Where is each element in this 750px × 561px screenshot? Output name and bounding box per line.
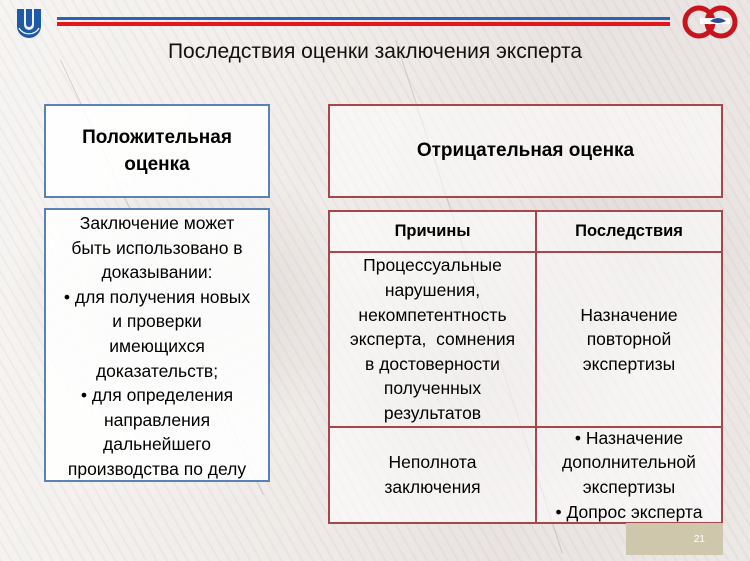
positive-heading-line: Положительная	[82, 127, 232, 148]
row-divider	[330, 426, 721, 428]
cell-line: нарушения,	[384, 280, 481, 301]
table-cell-cause: Процессуальные нарушения, некомпетентнос…	[330, 253, 535, 426]
body-line: и проверки	[112, 311, 202, 332]
header-stripe-blue	[57, 17, 670, 20]
cell-line: повторной	[586, 329, 672, 350]
body-line: имеющихся	[109, 335, 205, 356]
column-header-consequences: Последствия	[575, 222, 683, 241]
body-line: производства по делу	[67, 458, 247, 479]
bullet-line: • Допрос эксперта	[555, 501, 703, 522]
cell-line: некомпетентность	[358, 304, 507, 325]
cell-line: экспертизы	[582, 353, 676, 374]
cell-line: экспертизы	[582, 477, 676, 497]
body-line: Заключение может	[79, 213, 235, 233]
page-title: Последствия оценки заключения эксперта	[167, 40, 583, 63]
negative-heading-text: Отрицательная оценка	[416, 140, 635, 161]
negative-assessment-heading: Отрицательная оценка	[328, 104, 723, 198]
university-logo-icon	[17, 9, 41, 38]
table-cell-consequence: • Назначение дополнительной экспертизы •…	[537, 428, 721, 522]
body-line: доказательств;	[95, 360, 219, 381]
cell-line: Процессуальные	[363, 255, 502, 276]
cell-line: Назначение	[580, 304, 678, 325]
cell-line: эксперта, сомнения	[349, 329, 516, 350]
row-divider	[330, 251, 721, 253]
cell-line: в достоверности	[365, 353, 500, 374]
body-line: доказывании:	[101, 262, 213, 283]
forensic-center-logo-icon	[682, 5, 738, 39]
cell-line: полученных	[383, 378, 482, 399]
column-header-causes: Причины	[394, 222, 471, 241]
table-cell-cause: Неполнота заключения	[330, 428, 535, 522]
bullet-line: • для определения	[80, 385, 234, 406]
table-cell-consequence: Назначение повторной экспертизы	[537, 253, 721, 426]
cell-line: заключения	[384, 477, 481, 497]
cell-line: Неполнота	[388, 452, 477, 473]
positive-heading-line: оценка	[124, 154, 190, 175]
page-number: 21	[626, 523, 723, 555]
negative-consequences-table: Причины Последствия Процессуальные наруш…	[328, 210, 723, 524]
body-line: дальнейшего	[103, 434, 211, 455]
bullet-line: • для получения новых	[63, 286, 251, 307]
cell-line: дополнительной	[562, 452, 696, 473]
body-line: направления	[103, 409, 211, 430]
cell-line: результатов	[383, 402, 482, 423]
positive-assessment-heading: Положительная оценка	[44, 104, 270, 198]
positive-assessment-body: Заключение может быть использовано в док…	[44, 208, 270, 482]
body-line: быть использовано в	[71, 237, 243, 258]
bullet-line: • Назначение	[574, 427, 684, 448]
header-stripe-red	[57, 22, 670, 26]
column-divider	[535, 212, 537, 522]
